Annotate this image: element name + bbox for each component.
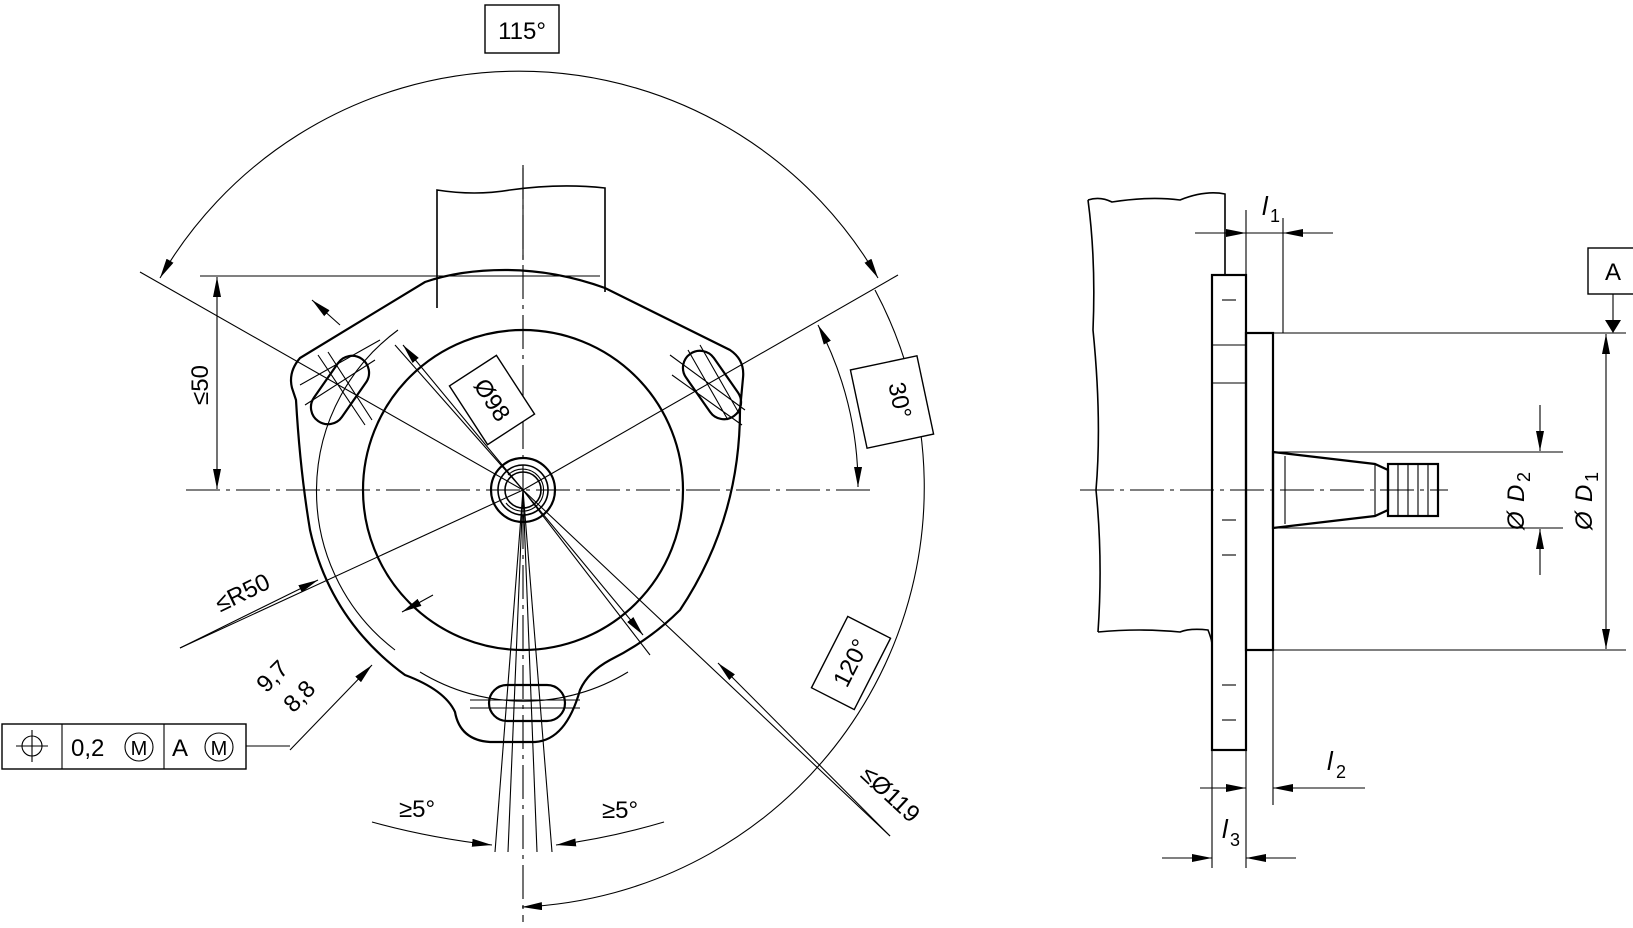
radial-lines [139,271,899,853]
position-symbol-icon [16,730,48,762]
front-view: 115° 30° 120° ≤50 Ø98 ≤ [1,4,935,922]
tolerance-datum: A [172,735,188,762]
dia-max-label: ≤Ø119 [855,761,925,829]
l1-subscript: 1 [1270,206,1280,226]
dim-pilot-dia: Ø98 [402,344,644,636]
d1-subscript: 1 [1582,472,1602,482]
clearance-right-label: ≥5° [602,797,638,824]
dim-115: 115° [159,4,879,279]
angle-top-frame [484,4,560,54]
bolt-circle-arc [315,329,399,651]
clearance-left-label: ≥5° [399,796,435,823]
dim-slot-width: 9,7 8,8 [251,594,434,751]
pilot-dia-frame [448,354,536,446]
dim-l1: l 1 [1195,191,1333,333]
datum-a: A [1587,247,1633,333]
l2-subscript: 2 [1336,762,1346,782]
dim-l2: l 2 [1200,650,1365,805]
slot-bottom [470,683,580,723]
dim-height-max: ≤50 [187,275,600,489]
dim-120: 120° [810,615,892,711]
datum-label: A [1605,259,1621,286]
pilot-step [1244,331,1275,652]
slot-upper-left [299,339,381,426]
slot-upper-right [669,344,746,426]
l2-symbol: l [1327,746,1334,776]
side-view: l 1 l 2 l 3 A [1080,191,1633,868]
flange-plate [1210,273,1248,752]
l1-symbol: l [1262,191,1269,221]
dim-clearance: ≥5° ≥5° [371,796,665,847]
tolerance-value: 0,2 [71,735,104,762]
d1-prefix: Ø [1571,510,1598,531]
dim-radius-max: ≤R50 [179,569,319,649]
dim-d1: Ø D 1 [1273,332,1626,651]
housing-outline [1087,192,1226,275]
mounting-boss [436,185,606,308]
d2-symbol: D [1503,485,1530,502]
d1-symbol: D [1571,485,1598,502]
d2-prefix: Ø [1503,510,1530,531]
tolerance-modifier: M [131,738,148,760]
dim-l3: l 3 [1162,750,1296,868]
flange-outline [289,268,745,744]
dim-d2: Ø D 2 [1273,405,1563,575]
radius-max-label: ≤R50 [211,569,274,618]
mmc-circle-2 [204,732,234,762]
tolerance-frame: 0,2 M A M [1,723,290,770]
angle-right-frame [849,354,935,450]
d2-subscript: 2 [1514,472,1534,482]
l3-subscript: 3 [1230,830,1240,850]
angle-br-frame [810,615,892,711]
angle-top-label: 115° [498,18,546,45]
dim-30: 30° [817,324,935,488]
dim-dia-max: ≤Ø119 [311,299,925,837]
tolerance-datum-modifier: M [211,738,228,760]
height-max-label: ≤50 [187,365,214,405]
mmc-circle-1 [124,732,154,762]
l3-symbol: l [1222,814,1229,844]
